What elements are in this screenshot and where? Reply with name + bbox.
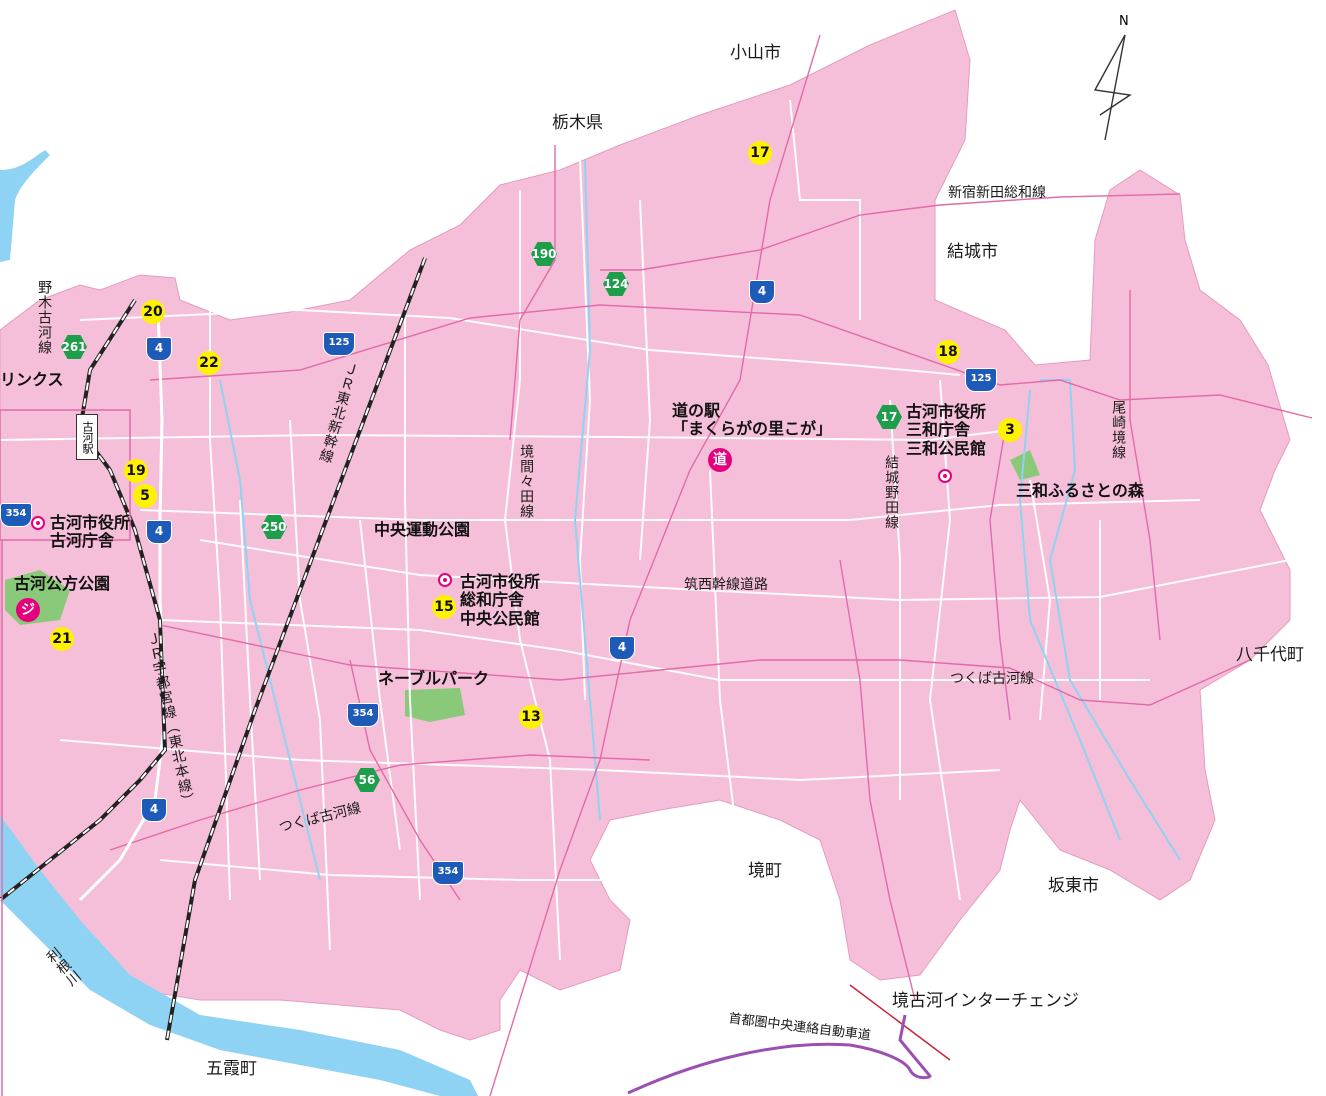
place-central-park: 中央運動公園 [374,520,471,539]
route-shield: 4 [609,636,635,660]
road-ozakisakai: 尾崎境線 [1110,400,1127,460]
route-badge: 5 [133,484,157,508]
streams [219,159,1181,881]
place-sanwa-forest: 三和ふるさとの森 [1016,481,1144,500]
koga-station: 古河駅 [76,414,98,460]
route-shield: 4 [141,798,167,822]
north-label: N [1119,14,1129,29]
route-shield: 125 [323,332,355,356]
route-badge: 261 [61,335,87,359]
road-shinjuku: 新宿新田総和線 [948,185,1046,201]
place-links: リンクス [0,370,64,389]
route-badge: 3 [998,418,1022,442]
place-kubo-park: 古河公方公園 [14,574,111,593]
route-badge: 21 [50,627,74,651]
road-chikusei: 筑西幹線道路 [684,577,768,593]
road-nogi: 野木古河線 [36,280,53,355]
route-shield: 125 [965,368,997,392]
place-koga-office: 古河市役所 古河庁舎 [50,513,131,551]
sanwa-office-marker-icon [938,469,952,483]
local-roads [0,99,1291,961]
road-tsukuba-east: つくば古河線 [950,671,1034,687]
route-shield: 354 [347,703,379,727]
route-shield: 4 [146,337,172,361]
neble-park-area [405,688,465,722]
route-badge: 22 [197,351,221,375]
kubo-park-marker-icon: ジ [16,598,40,622]
koga-office-marker-icon [31,516,45,530]
route-shield: 354 [0,503,32,527]
route-shield: 4 [146,520,172,544]
area-yachiyo: 八千代町 [1236,645,1304,665]
route-badge: 17 [748,141,772,165]
upper-river [0,150,50,262]
place-neble-park: ネーブルパーク [378,669,490,688]
route-shield: 354 [432,861,464,885]
prefectural-roads [109,34,1313,1096]
area-oyama: 小山市 [730,43,781,63]
area-yuki: 結城市 [947,242,998,262]
sanwa-forest-area [1010,450,1040,480]
route-badge: 18 [936,340,960,364]
area-tochigi: 栃木県 [552,113,603,133]
place-interchange: 境古河インターチェンジ [892,991,1079,1011]
souwa-office-marker-icon [438,573,452,587]
area-sakai: 境町 [748,861,782,881]
tone-river [0,815,478,1096]
route-badge: 15 [432,595,456,619]
ken-o-expressway [627,1014,932,1095]
route-badge: 19 [124,459,148,483]
route-badge: 13 [519,705,543,729]
road-sakaimamada: 境間々田線 [518,444,535,519]
jr-shinkansen-line [165,257,427,1041]
place-souwa-office: 古河市役所 総和庁舎 中央公民館 [460,572,541,628]
route-badge: 250 [261,515,287,539]
place-sanwa-office: 古河市役所 三和庁舎 三和公民館 [906,402,987,458]
north-arrow-icon [1093,34,1132,141]
area-bando: 坂東市 [1048,876,1099,896]
route-shield: 4 [749,280,775,304]
road-yukinoda: 結城野田線 [883,455,900,530]
route-badge: 20 [141,300,165,324]
michinoeki-marker-icon: 道 [708,448,732,472]
route-badge: 56 [354,768,380,792]
area-goka: 五霞町 [206,1059,257,1079]
place-michinoeki: 道の駅 「まくらがの里こが」 [672,401,833,439]
